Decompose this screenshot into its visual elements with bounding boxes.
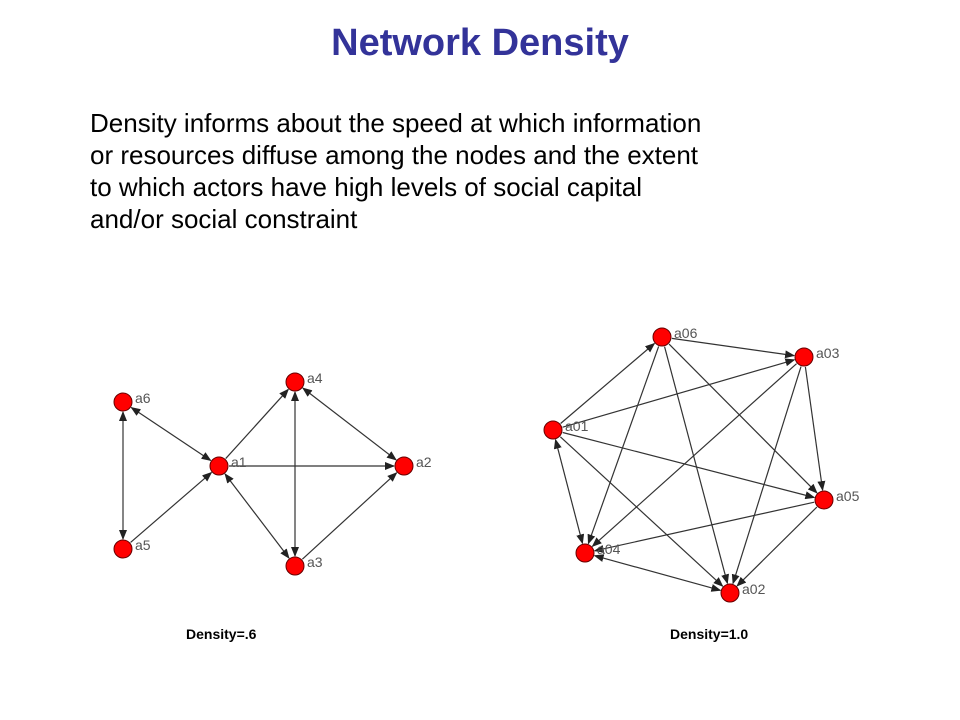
node-label-a2: a2	[416, 454, 432, 470]
node-label-a05: a05	[836, 488, 860, 504]
edge-a01-a02	[559, 436, 724, 587]
edge-a1-a3	[224, 473, 290, 559]
node-label-a3: a3	[307, 554, 323, 570]
edge-a06-a03	[671, 337, 796, 359]
node-label-a1: a1	[231, 454, 247, 470]
node-label-a5: a5	[135, 537, 151, 553]
node-a04	[575, 543, 595, 563]
node-label-a6: a6	[135, 390, 151, 406]
node-a6	[113, 392, 133, 412]
edge-a1-a4	[225, 388, 289, 459]
node-label-a01: a01	[565, 418, 589, 434]
network-1-caption: Density=.6	[186, 626, 257, 642]
edge-a04-a02	[593, 554, 722, 592]
edge-a4-a2	[302, 387, 397, 461]
edge-a05-a02	[736, 506, 818, 587]
body-line: Density informs about the speed at which…	[90, 108, 702, 138]
edge-a06-a05	[668, 343, 818, 494]
node-a01	[543, 420, 563, 440]
body-line: or resources diffuse among the nodes and…	[90, 140, 699, 170]
edge-a03-a02	[731, 366, 802, 585]
edge-a03-a05	[804, 366, 826, 492]
node-a06	[652, 327, 672, 347]
node-a05	[814, 490, 834, 510]
edge-a01-a06	[560, 342, 656, 424]
network-2-caption: Density=1.0	[670, 626, 749, 642]
node-label-a03: a03	[816, 345, 840, 361]
node-label-a02: a02	[742, 581, 766, 597]
node-a2	[394, 456, 414, 476]
node-a5	[113, 539, 133, 559]
body-line: to which actors have high levels of soci…	[90, 172, 643, 202]
edge-a5-a1	[130, 471, 213, 543]
slide-title: Network Density	[331, 22, 629, 64]
node-a02	[720, 583, 740, 603]
edge-a05-a04	[593, 501, 815, 553]
node-a3	[285, 556, 305, 576]
edge-a06-a02	[663, 346, 729, 585]
edge-a6-a1	[130, 406, 212, 462]
node-label-a4: a4	[307, 370, 323, 386]
edge-a3-a2	[301, 472, 398, 560]
edge-a03-a04	[591, 363, 797, 547]
edge-a01-a05	[562, 431, 816, 500]
slide-body-text: Density informs about the speed at which…	[90, 107, 880, 235]
node-a1	[209, 456, 229, 476]
node-label-a06: a06	[674, 325, 698, 341]
node-label-a04: a04	[597, 541, 621, 557]
edge-a01-a04	[553, 438, 585, 545]
node-a4	[285, 372, 305, 392]
edge-a06-a04	[587, 346, 660, 545]
body-line: and/or social constraint	[90, 204, 358, 234]
edge-a01-a03	[562, 358, 796, 428]
node-a03	[794, 347, 814, 367]
